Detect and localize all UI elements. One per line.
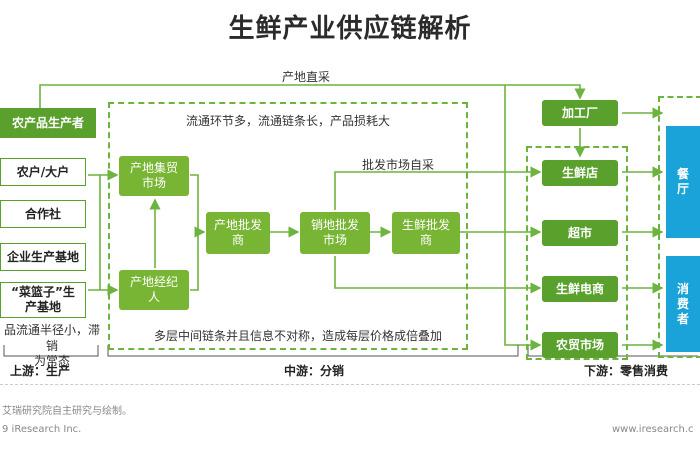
wholesale-self-label: 批发市场自采 xyxy=(362,158,435,172)
footer-source: 艾瑞研究院自主研究与绘制。 xyxy=(2,406,132,417)
page-title: 生鲜产业供应链解析 xyxy=(228,14,472,44)
stage-mid-bracket xyxy=(107,345,519,357)
wholesale-self-line xyxy=(334,166,542,210)
midstream-top-note: 流通环节多，流通链条长，产品损耗大 xyxy=(186,114,391,128)
stage-up-bracket xyxy=(3,345,99,357)
footer-site: www.iresearch.c xyxy=(612,424,694,435)
footer-divider xyxy=(0,384,700,385)
consumer: 消 费 者 xyxy=(666,256,700,352)
footer-copyright: 9 iResearch Inc. xyxy=(2,424,82,435)
stage-upstream: 上游：生产 xyxy=(10,364,71,378)
origin-collect-market: 产地集贸 市场 xyxy=(119,156,189,196)
consumer-area xyxy=(658,96,700,358)
origin-wholesaler: 产地批发 商 xyxy=(206,212,270,254)
fresh-wholesaler: 生鲜批发 商 xyxy=(392,212,460,254)
producer-header: 农产品生产者 xyxy=(0,108,96,138)
processing-factory: 加工厂 xyxy=(542,100,618,126)
fresh-ecommerce: 生鲜电商 xyxy=(542,276,618,302)
wholesale-to-ecom xyxy=(334,256,542,294)
stage-downstream: 下游：零售消费 xyxy=(584,364,669,378)
stage-midstream: 中游：分销 xyxy=(284,364,345,378)
fresh-store: 生鲜店 xyxy=(542,160,618,186)
source-note: 品流通半径小，滞销 为常态 xyxy=(3,323,100,369)
sales-wholesale-market: 销地批发 市场 xyxy=(300,212,370,254)
source-enterprise-base: 企业生产基地 xyxy=(0,243,86,271)
source-cooperative: 合作社 xyxy=(0,200,86,228)
source-vegetable-basket: “菜篮子”生 产基地 xyxy=(0,282,86,318)
stage-down-bracket xyxy=(527,345,698,357)
origin-broker: 产地经纪 人 xyxy=(119,270,189,310)
downstream-area xyxy=(526,146,628,360)
supermarket: 超市 xyxy=(542,220,618,246)
midstream-area xyxy=(108,102,468,350)
farmers-market: 农贸市场 xyxy=(542,332,618,358)
restaurant: 餐 厅 xyxy=(666,126,700,238)
direct-sourcing-line xyxy=(39,84,586,108)
midstream-bottom-note: 多层中间链条并且信息不对称，造成每层价格成倍叠加 xyxy=(154,329,443,343)
source-brace xyxy=(88,174,101,291)
source-farmer: 农户/大户 xyxy=(0,158,86,186)
direct-sourcing-label: 产地直采 xyxy=(282,70,331,84)
